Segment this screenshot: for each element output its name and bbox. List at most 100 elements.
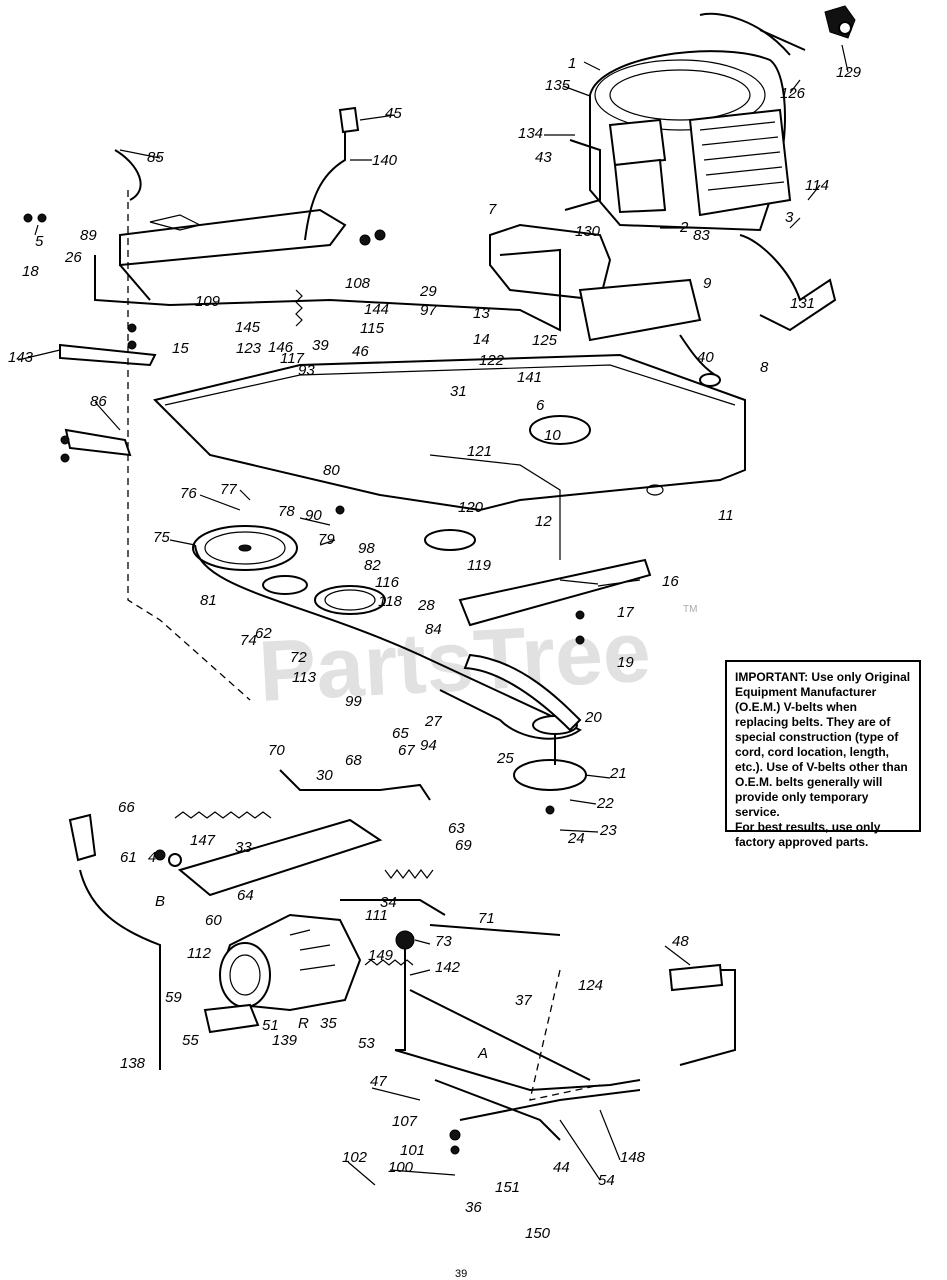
callout-16: 16 — [662, 573, 679, 590]
trademark: TM — [683, 604, 697, 615]
callout-44: 44 — [553, 1159, 570, 1176]
callout-53: 53 — [358, 1035, 375, 1052]
callout-81: 81 — [200, 592, 217, 609]
pulleys — [192, 525, 587, 791]
callout-108: 108 — [345, 275, 371, 292]
callout-51: 51 — [262, 1017, 279, 1034]
callout-61: 61 — [120, 849, 137, 866]
muffler — [489, 223, 837, 387]
callout-146: 146 — [268, 339, 294, 356]
levers — [68, 106, 736, 1141]
callout-115: 115 — [360, 320, 385, 337]
notice-text: IMPORTANT: Use only Original Equipment M… — [735, 670, 911, 819]
callout-21: 21 — [609, 765, 627, 782]
hood — [94, 208, 561, 332]
callout-151: 151 — [495, 1179, 520, 1196]
callout-64: 64 — [237, 887, 254, 904]
hardware — [23, 213, 585, 1155]
callout-48: 48 — [672, 933, 689, 950]
callout-141: 141 — [517, 369, 542, 386]
notice-text-2: For best results, use only factory appro… — [735, 820, 881, 849]
callout-31: 31 — [450, 383, 467, 400]
callout-37: 37 — [515, 992, 532, 1009]
callout-113: 113 — [292, 669, 317, 686]
callout-30: 30 — [316, 767, 333, 784]
callout-17: 17 — [617, 604, 634, 621]
callout-62: 62 — [255, 625, 272, 642]
page-number: 39 — [455, 1268, 468, 1280]
callout-123: 123 — [236, 340, 262, 357]
callout-118: 118 — [378, 593, 403, 610]
callout-89: 89 — [80, 227, 97, 244]
callout-35: 35 — [320, 1015, 337, 1032]
callout-139: 139 — [272, 1032, 298, 1049]
callout-148: 148 — [620, 1149, 646, 1166]
callout-19: 19 — [617, 654, 634, 671]
callout-28: 28 — [417, 597, 435, 614]
callout-27: 27 — [424, 713, 442, 730]
callout-45: 45 — [385, 105, 402, 122]
callout-23: 23 — [599, 822, 617, 839]
callout-80: 80 — [323, 462, 340, 479]
callout-140: 140 — [372, 152, 398, 169]
callout-B: B — [155, 893, 165, 910]
watermark: PartsTree — [256, 604, 653, 720]
callout-1: 1 — [568, 55, 576, 72]
callout-36: 36 — [465, 1199, 482, 1216]
callout-20: 20 — [584, 709, 602, 726]
callout-13: 13 — [473, 305, 490, 322]
callout-149: 149 — [368, 947, 394, 964]
callout-83: 83 — [693, 227, 710, 244]
callout-75: 75 — [153, 529, 170, 546]
callout-135: 135 — [545, 77, 571, 94]
callout-59: 59 — [165, 989, 182, 1006]
callout-76: 76 — [180, 485, 197, 502]
oem-belt-notice: IMPORTANT: Use only Original Equipment M… — [725, 660, 921, 849]
callout-26: 26 — [64, 249, 82, 266]
callout-144: 144 — [364, 301, 389, 318]
callout-147: 147 — [190, 832, 216, 849]
callout-71: 71 — [478, 910, 495, 927]
callout-9: 9 — [703, 275, 712, 292]
callout-114: 114 — [805, 177, 829, 194]
guide-line-left — [127, 190, 251, 701]
callout-102: 102 — [342, 1149, 368, 1166]
callout-11: 11 — [718, 507, 734, 524]
callout-120: 120 — [458, 499, 484, 516]
callout-121: 121 — [467, 443, 492, 460]
engine — [564, 5, 856, 232]
callout-12: 12 — [535, 513, 552, 530]
callout-39: 39 — [312, 337, 329, 354]
callout-78: 78 — [278, 503, 295, 520]
callout-109: 109 — [195, 293, 221, 310]
callout-93: 93 — [298, 362, 315, 379]
callout-72: 72 — [290, 649, 307, 666]
callout-18: 18 — [22, 263, 39, 280]
callout-63: 63 — [448, 820, 465, 837]
callout-R: R — [298, 1015, 309, 1032]
callout-112: 112 — [187, 945, 212, 962]
callouts: 1 2 3 4 5 6 7 8 9 10 11 12 13 14 15 16 1… — [8, 55, 862, 1242]
callout-6: 6 — [536, 397, 545, 414]
callout-15: 15 — [172, 340, 189, 357]
callout-34: 34 — [380, 894, 397, 911]
callout-25: 25 — [496, 750, 514, 767]
callout-14: 14 — [473, 331, 490, 348]
callout-97: 97 — [420, 302, 437, 319]
callout-86: 86 — [90, 393, 107, 410]
frame-deck — [59, 343, 746, 560]
callout-43: 43 — [535, 149, 552, 166]
callout-129: 129 — [836, 64, 862, 81]
guide-line-right — [529, 969, 601, 1101]
callout-10: 10 — [544, 427, 561, 444]
callout-101: 101 — [400, 1142, 425, 1159]
callout-126: 126 — [780, 85, 806, 102]
callout-47: 47 — [370, 1073, 387, 1090]
callout-8: 8 — [760, 359, 769, 376]
callout-117: 117 — [280, 350, 305, 367]
callout-107: 107 — [392, 1113, 418, 1130]
callout-142: 142 — [435, 959, 461, 976]
callout-22: 22 — [596, 795, 614, 812]
callout-134: 134 — [518, 125, 543, 142]
